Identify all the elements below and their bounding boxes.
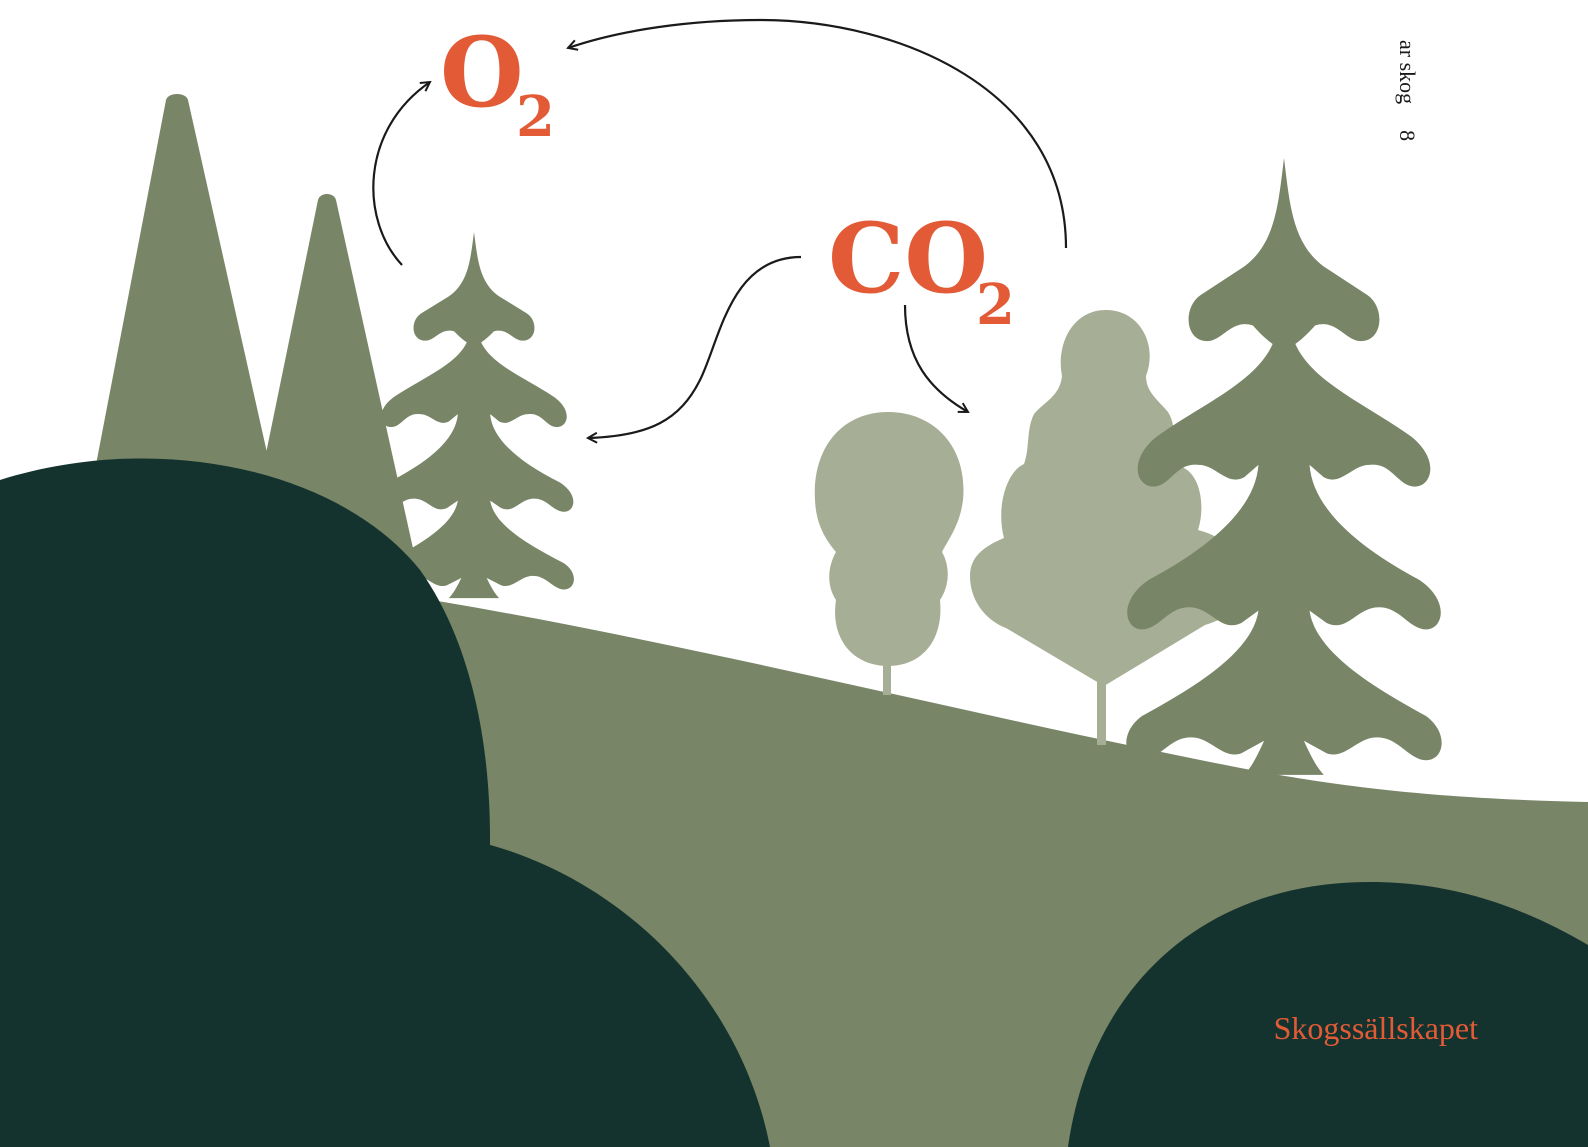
page-number: 8 bbox=[1395, 130, 1420, 142]
dark-hill-right bbox=[1068, 882, 1588, 1147]
carbon-dioxide-label: CO 2 bbox=[828, 202, 1015, 338]
brand-name: Skogssällskapet bbox=[1273, 1010, 1478, 1046]
spruce-tree-large bbox=[1126, 158, 1442, 775]
running-title: ar skog bbox=[1395, 40, 1420, 105]
arrow-tree-to-o2 bbox=[372, 82, 430, 266]
deciduous-tree-small bbox=[814, 412, 964, 695]
dark-hill-left-bottom bbox=[0, 830, 770, 1147]
arrow-co2-to-deciduous bbox=[903, 304, 968, 412]
arrow-large-loop-to-o2 bbox=[568, 18, 1068, 249]
running-header: ar skog 8 bbox=[1394, 40, 1420, 141]
oxygen-label: O 2 bbox=[440, 16, 555, 150]
arrow-co2-to-small-spruce bbox=[588, 255, 802, 438]
